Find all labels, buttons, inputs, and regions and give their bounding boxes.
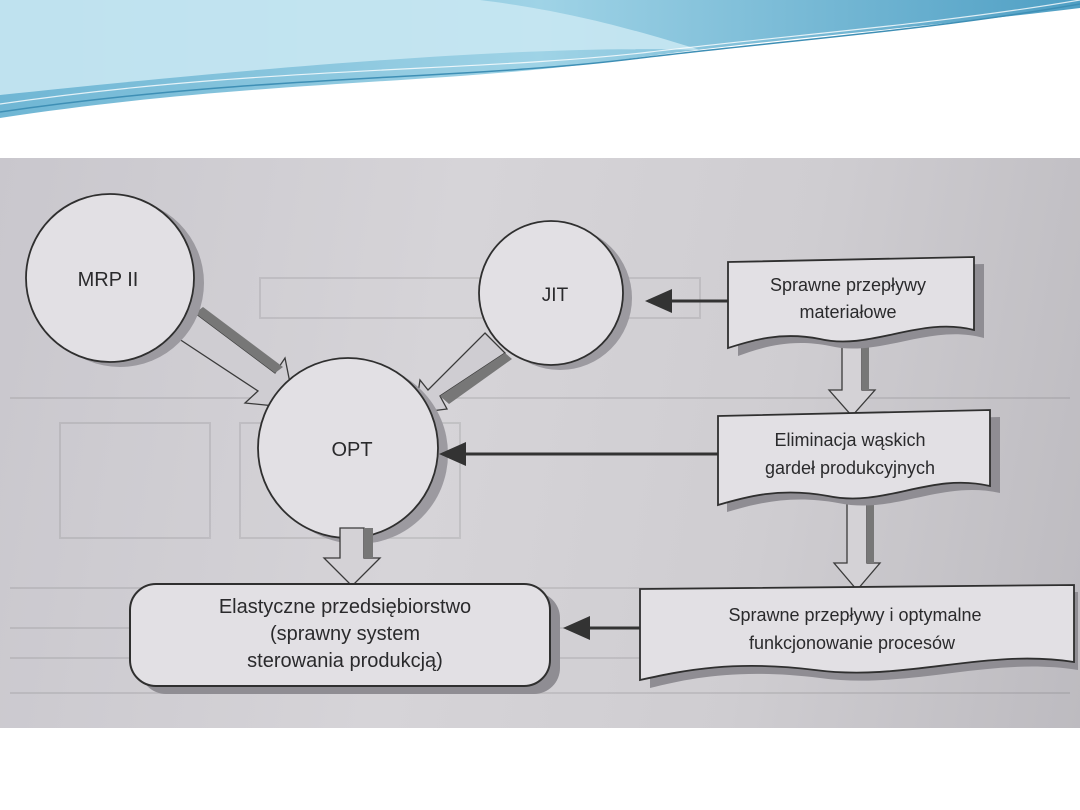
node-jit: JIT xyxy=(478,220,632,370)
node-flow1: Sprawne przepływy materiałowe xyxy=(727,256,984,356)
node-bottleneck: Eliminacja wąskich gardeł produkcyjnych xyxy=(717,409,1000,512)
arrow-flow1-to-bottleneck xyxy=(827,342,877,417)
bottleneck-line-1: Eliminacja wąskich xyxy=(774,430,925,450)
jit-label: JIT xyxy=(542,285,569,306)
opt-label: OPT xyxy=(331,439,372,461)
elastic-line-1: Elastyczne przedsiębiorstwo xyxy=(219,596,471,618)
flow2-line-2: funkcjonowanie procesów xyxy=(749,633,956,653)
flow2-line-1: Sprawne przepływy i optymalne xyxy=(728,605,981,625)
flow1-line-1: Sprawne przepływy xyxy=(770,275,926,295)
systems-diagram: MRP II JIT OPT Sprawne przepływy materia… xyxy=(10,193,1078,694)
node-opt: OPT xyxy=(257,357,448,544)
bottleneck-line-2: gardeł produkcyjnych xyxy=(765,458,935,478)
node-elastic: Elastyczne przedsiębiorstwo (sprawny sys… xyxy=(129,583,560,694)
node-flow2: Sprawne przepływy i optymalne funkcjonow… xyxy=(639,584,1078,688)
flow1-line-2: materiałowe xyxy=(799,302,896,322)
node-mrp-ii: MRP II xyxy=(25,193,204,367)
arrow-bottleneck-to-flow2 xyxy=(832,502,882,592)
elastic-line-2: (sprawny system xyxy=(270,623,420,645)
header-wave-decoration xyxy=(0,0,1080,118)
mrp-label: MRP II xyxy=(78,269,139,291)
elastic-line-3: sterowania produkcją) xyxy=(247,650,443,672)
arrow-opt-to-elastic xyxy=(322,527,382,587)
diagram-photo: MRP II JIT OPT Sprawne przepływy materia… xyxy=(0,158,1080,728)
